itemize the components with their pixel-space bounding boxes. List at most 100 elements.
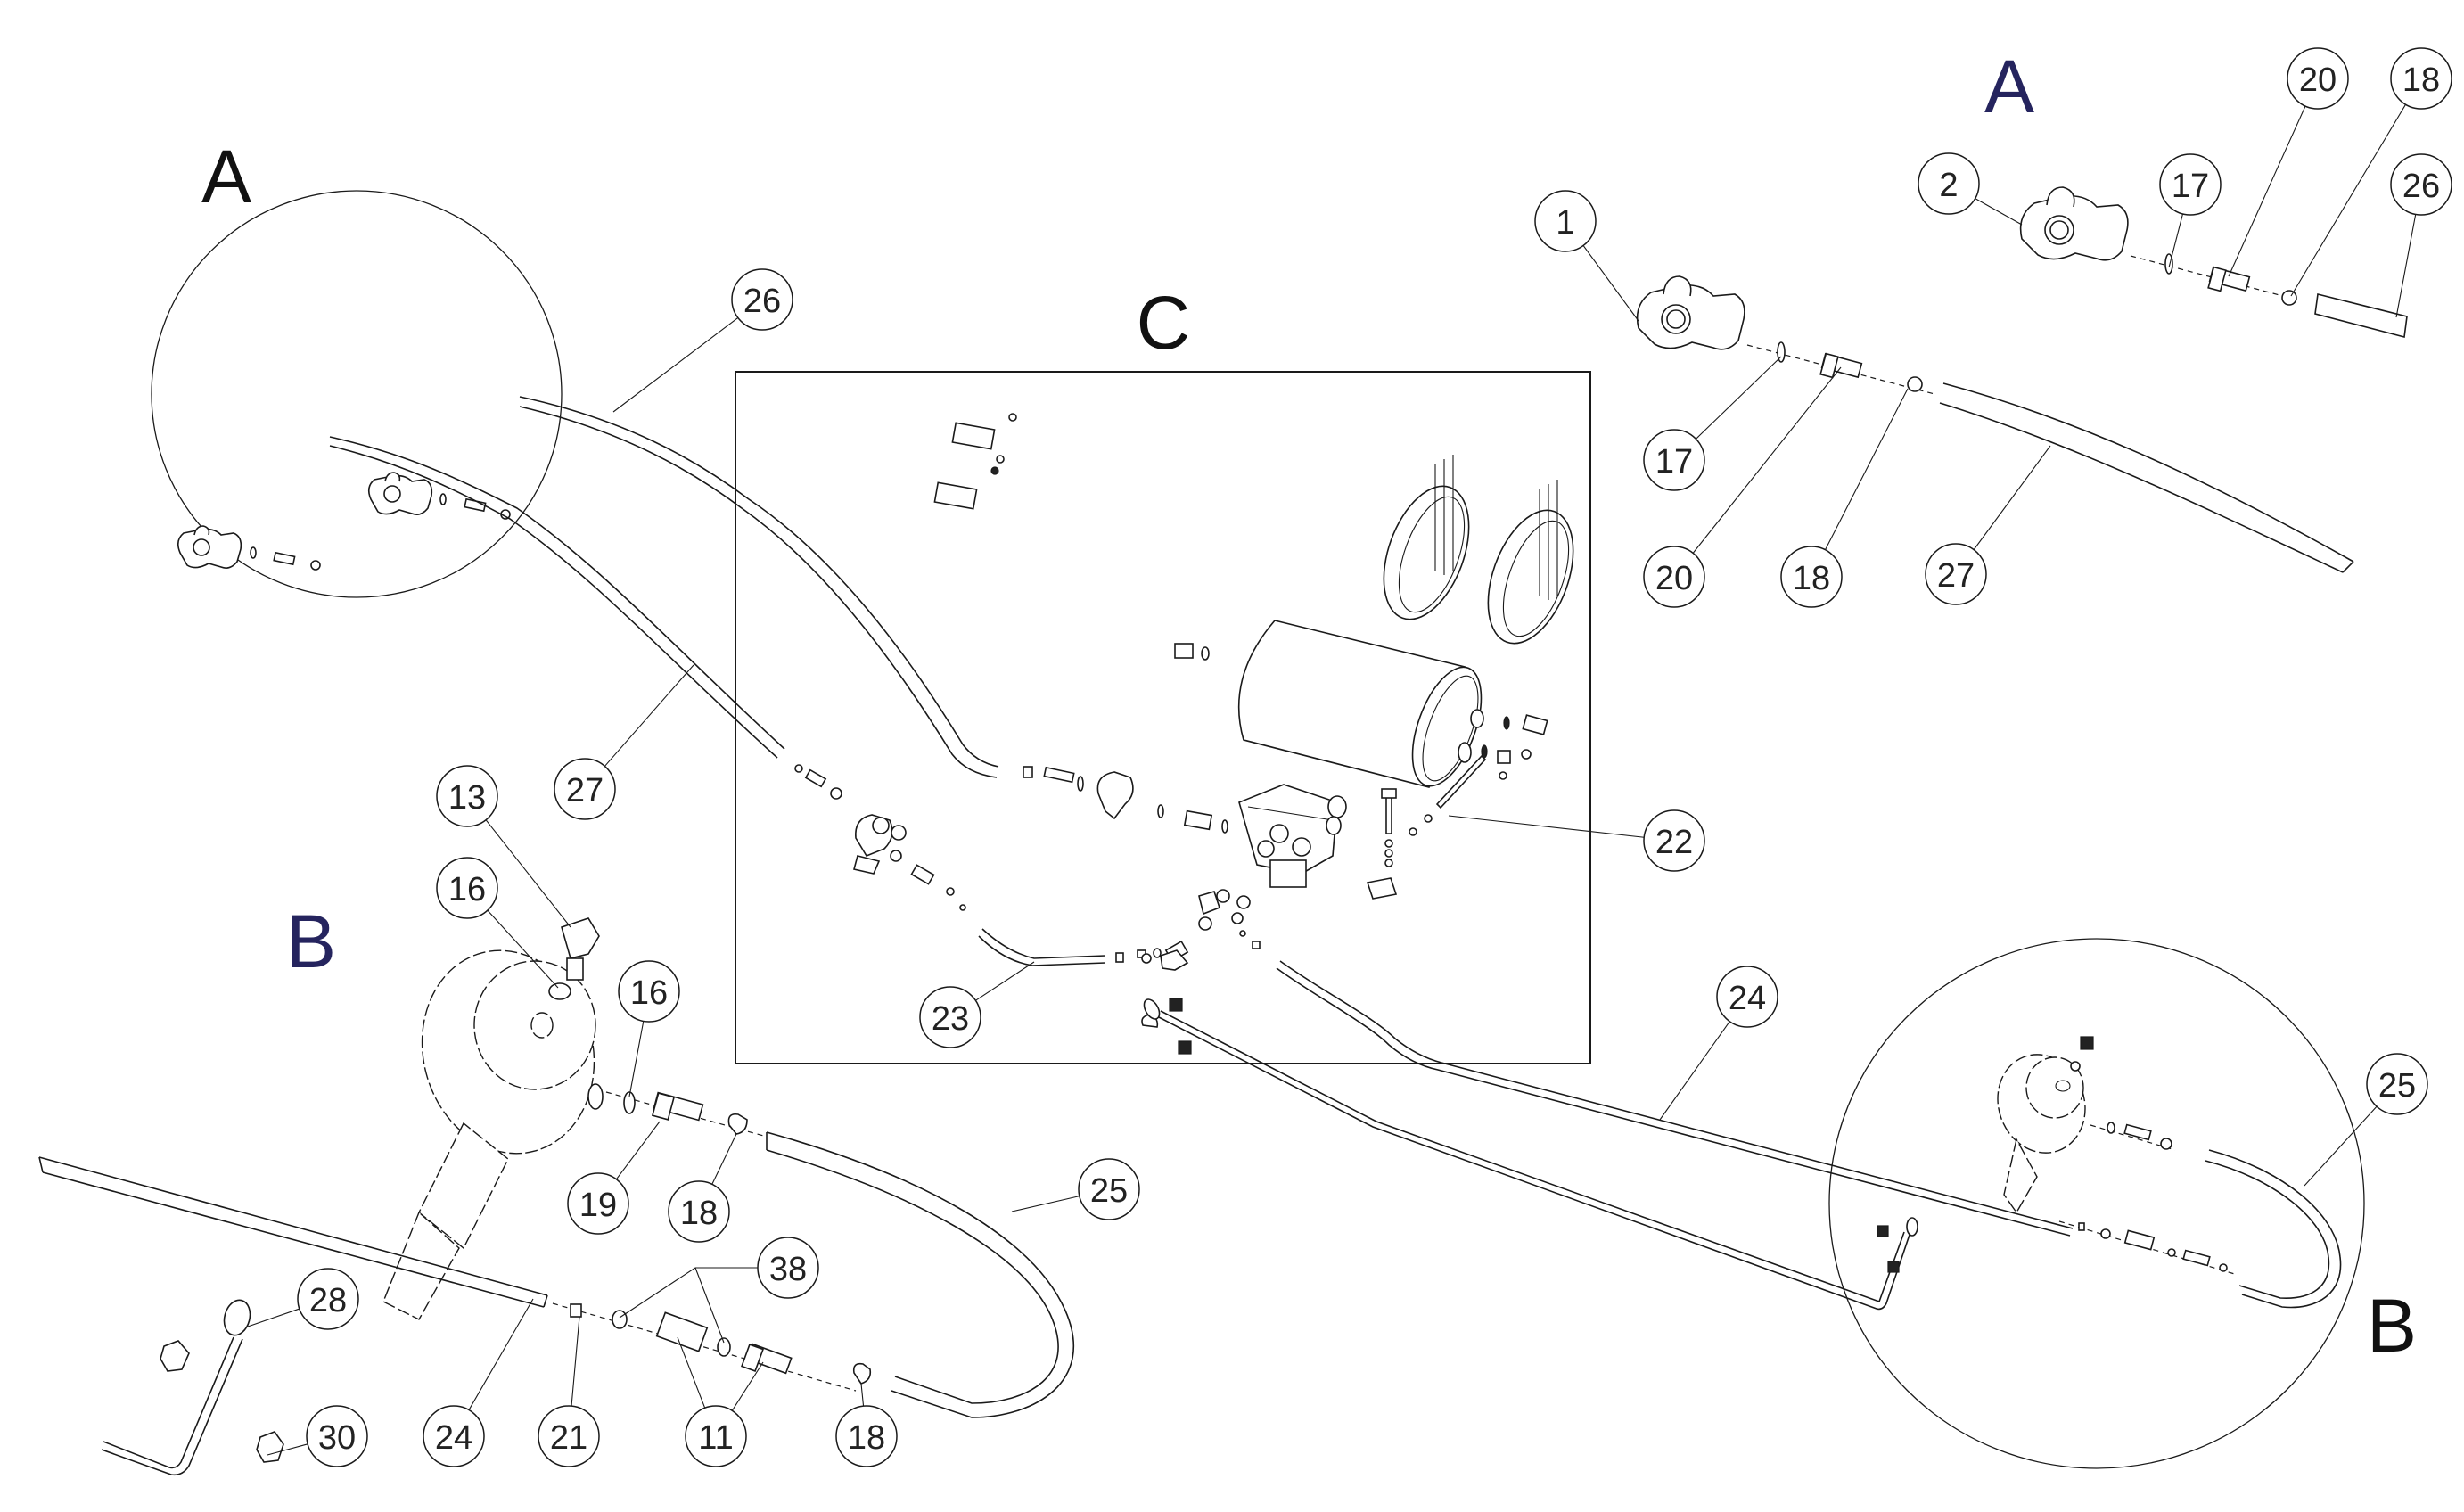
callout-number: 38 bbox=[769, 1251, 807, 1288]
callout-leader bbox=[267, 1443, 308, 1456]
brake-chamber bbox=[382, 949, 604, 1320]
valve-fittings bbox=[1023, 766, 1261, 963]
callout-38: 38 bbox=[619, 1237, 819, 1344]
air-tank bbox=[1237, 620, 1484, 788]
callout-circle bbox=[1716, 966, 1778, 1028]
callout-number: 26 bbox=[743, 283, 781, 320]
callout-2: 2 bbox=[1918, 152, 2023, 226]
callout-number: 20 bbox=[1655, 560, 1693, 597]
callout-number: 25 bbox=[2378, 1067, 2416, 1105]
callout-number: 18 bbox=[1793, 560, 1830, 597]
callout-16: 16 bbox=[618, 960, 680, 1097]
callout-20: 20 bbox=[1643, 366, 1842, 608]
callout-circle bbox=[2287, 47, 2349, 110]
callout-number: 19 bbox=[579, 1187, 617, 1224]
hose-25-left bbox=[766, 1131, 1075, 1418]
callout-number: 28 bbox=[309, 1282, 347, 1319]
callout-leader bbox=[1582, 245, 1639, 322]
callout-circle bbox=[297, 1268, 359, 1330]
tube-24 bbox=[1279, 960, 2074, 1229]
callout-number: 11 bbox=[698, 1419, 733, 1457]
callout-circle bbox=[757, 1237, 819, 1299]
callout-24: 24 bbox=[1659, 966, 1778, 1121]
coupling-head-1 bbox=[1636, 275, 1745, 350]
callout-leader bbox=[487, 909, 559, 989]
callout-leader bbox=[694, 1267, 725, 1344]
callout-circle bbox=[1918, 152, 1980, 215]
rod-24 bbox=[38, 1156, 548, 1296]
fittings-b-left bbox=[548, 917, 768, 1138]
callout-leader bbox=[615, 1121, 661, 1180]
callout-28: 28 bbox=[247, 1268, 359, 1330]
callout-circle bbox=[668, 1180, 730, 1243]
coupling-head-2 bbox=[2019, 186, 2129, 261]
view-label-b-left: B bbox=[286, 900, 336, 983]
callout-leader bbox=[1011, 1196, 1080, 1212]
callout-number: 27 bbox=[1937, 557, 1975, 595]
callout-number: 18 bbox=[680, 1195, 718, 1232]
callout-leader bbox=[2395, 214, 2417, 318]
relay-valve bbox=[1238, 784, 1398, 900]
callout-number: 17 bbox=[2172, 168, 2209, 205]
callout-23: 23 bbox=[919, 961, 1035, 1048]
callout-25: 25 bbox=[2304, 1053, 2428, 1187]
callout-number: 2 bbox=[1939, 167, 1958, 204]
hose-27 bbox=[329, 436, 785, 750]
callout-25: 25 bbox=[1011, 1158, 1140, 1220]
callout-19: 19 bbox=[567, 1121, 661, 1235]
callout-leader bbox=[247, 1308, 300, 1327]
callout-number: 17 bbox=[1655, 443, 1693, 481]
callout-27: 27 bbox=[554, 664, 694, 820]
callout-leader bbox=[485, 819, 571, 928]
fittings-a-left bbox=[250, 493, 511, 571]
hose-26 bbox=[519, 396, 999, 768]
detail-circle-a bbox=[151, 190, 563, 598]
callout-leader bbox=[1696, 356, 1782, 440]
callout-number: 16 bbox=[630, 974, 668, 1012]
callout-leader bbox=[1973, 445, 2051, 550]
callout-circle bbox=[731, 268, 793, 331]
callout-20: 20 bbox=[2228, 47, 2349, 277]
fittings-b-right bbox=[2058, 1122, 2238, 1276]
hose-25-right bbox=[2208, 1149, 2342, 1309]
coupling-head-upper bbox=[367, 472, 433, 515]
callout-1: 1 bbox=[1534, 190, 1639, 322]
tank-fittings bbox=[1174, 643, 1548, 836]
callout-circle bbox=[2159, 153, 2222, 216]
callout-circle bbox=[919, 986, 981, 1048]
callout-circle bbox=[1643, 429, 1705, 491]
detail-circle-b bbox=[1828, 938, 2365, 1469]
release-cable bbox=[1156, 1015, 1910, 1311]
callout-leader bbox=[628, 1021, 645, 1097]
callout-16: 16 bbox=[436, 857, 559, 989]
callout-leader bbox=[612, 317, 739, 413]
callout-number: 24 bbox=[1729, 980, 1766, 1017]
callout-number: 30 bbox=[318, 1419, 356, 1457]
callout-number: 13 bbox=[448, 779, 486, 817]
callout-circle bbox=[423, 1405, 485, 1467]
view-label-a-left: A bbox=[201, 135, 251, 218]
callout-number: 26 bbox=[2402, 168, 2440, 205]
hose-23 bbox=[981, 928, 1106, 959]
callout-circle bbox=[1925, 543, 1987, 605]
callout-24: 24 bbox=[423, 1298, 534, 1467]
callout-circle bbox=[1078, 1158, 1140, 1220]
callout-22: 22 bbox=[1448, 809, 1705, 872]
coupling-head-lower bbox=[177, 525, 242, 569]
callout-leader bbox=[604, 664, 694, 767]
view-label-b-right: B bbox=[2367, 1284, 2417, 1368]
callout-number: 25 bbox=[1090, 1172, 1128, 1210]
callout-18: 18 bbox=[1780, 388, 1909, 608]
callout-circle bbox=[2390, 153, 2452, 216]
callout-circle bbox=[1534, 190, 1597, 252]
callout-17: 17 bbox=[1643, 356, 1782, 491]
callout-circle bbox=[1643, 809, 1705, 872]
callout-leader bbox=[2290, 103, 2407, 297]
fittings-b-left-lower bbox=[552, 1302, 872, 1392]
callout-number: 16 bbox=[448, 871, 486, 908]
callout-circle bbox=[835, 1405, 898, 1467]
callout-number: 18 bbox=[2402, 62, 2440, 99]
callout-leader bbox=[677, 1336, 706, 1409]
callout-number: 23 bbox=[932, 1000, 969, 1038]
